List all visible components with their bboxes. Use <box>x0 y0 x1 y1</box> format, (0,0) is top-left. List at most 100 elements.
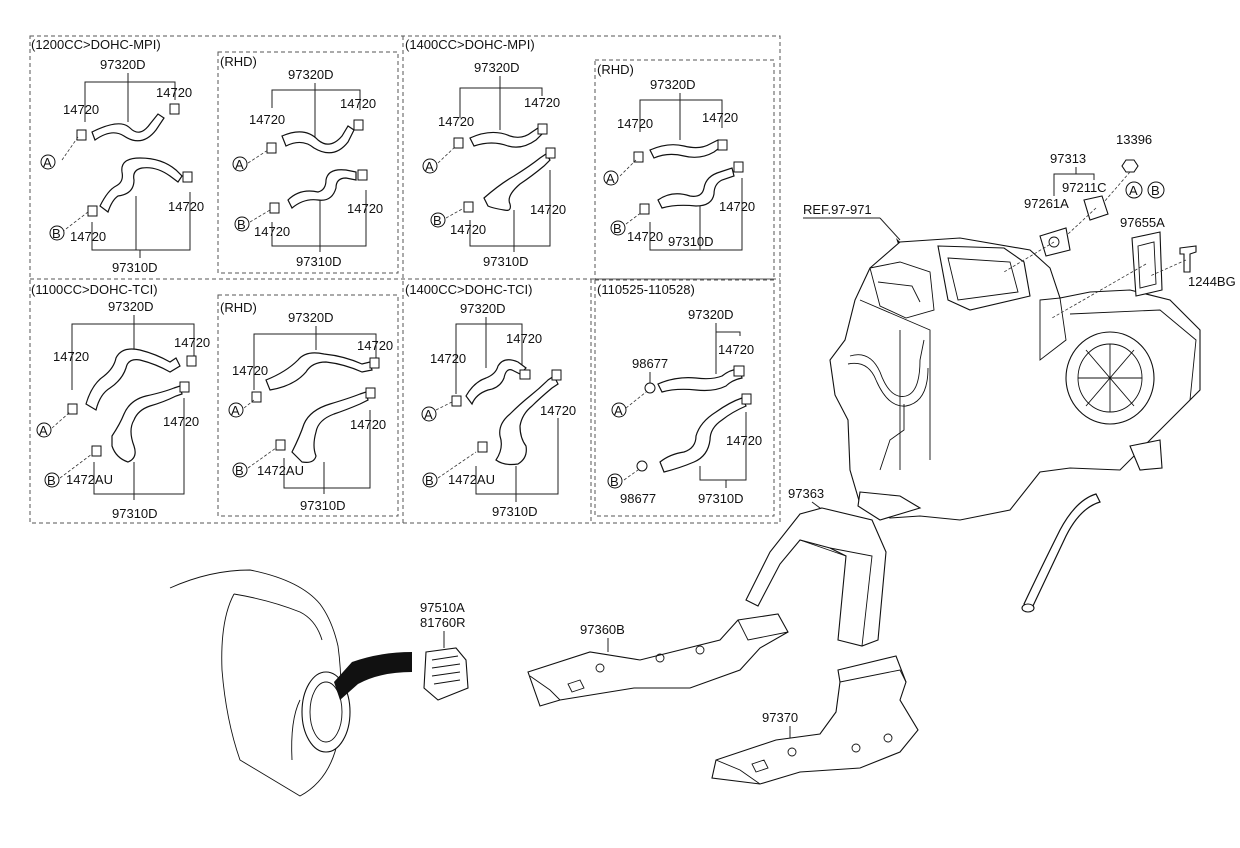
clamp-label: 14720 <box>232 363 268 378</box>
lower-heater-hose <box>291 391 369 463</box>
connection-marker-a <box>232 156 248 172</box>
marker-a-label: A <box>235 157 244 172</box>
clamp-label: 1472AU <box>257 463 304 478</box>
panel-1100cc-tci: (1100CC>DOHC-TCI) 97320D 14720 14720 A 1… <box>31 282 210 521</box>
upper-hose-label: 97320D <box>688 307 734 322</box>
clamp-label: 14720 <box>174 335 210 350</box>
clamp-label: 14720 <box>627 229 663 244</box>
panel-title: (1400CC>DOHC-TCI) <box>405 282 533 297</box>
hose-clamp <box>741 393 752 405</box>
connection-marker-b <box>607 473 623 489</box>
upper-hose-label: 97320D <box>474 60 520 75</box>
connection-marker-a <box>36 422 52 438</box>
panel-1400cc-mpi: (1400CC>DOHC-MPI) 97320D 14720 14720 A 1… <box>405 37 566 269</box>
hose-clamp <box>67 403 78 415</box>
upper-heater-hose <box>465 359 527 406</box>
marker-a-label: A <box>424 407 433 422</box>
lower-heater-hose <box>99 157 183 213</box>
hose-clamp <box>639 203 650 215</box>
clamp-label: 14720 <box>168 199 204 214</box>
hose-clamp <box>182 171 193 183</box>
marker-b-label: B <box>1151 183 1160 198</box>
hose-clamp <box>551 369 562 381</box>
rear-vent-group: 97510A 81760R <box>169 569 469 797</box>
leader-arrow <box>334 652 412 700</box>
hose-clamp <box>169 103 180 115</box>
clamp-label: 14720 <box>70 229 106 244</box>
lower-hose-label: 97310D <box>483 254 529 269</box>
upper-hose-label: 97320D <box>100 57 146 72</box>
connection-marker-a <box>611 402 627 418</box>
hose-clamp <box>453 137 464 149</box>
marker-a-label: A <box>231 403 240 418</box>
connection-marker-a <box>1125 181 1143 199</box>
hose-clamp <box>179 381 190 393</box>
clamp-label: 14720 <box>163 414 199 429</box>
connection-marker-a <box>422 158 438 174</box>
panel-1200cc-rhd: (RHD) 97320D 14720 14720 A 14720 B 14720… <box>220 54 383 269</box>
marker-a-label: A <box>1129 183 1138 198</box>
hose-clamp <box>353 119 364 131</box>
upper-heater-hose <box>469 127 543 148</box>
part-label-13396: 13396 <box>1116 132 1152 147</box>
panel-frames <box>29 35 781 524</box>
hose-clamp <box>369 357 380 369</box>
clamp-label: 14720 <box>450 222 486 237</box>
clamp-label: 1472AU <box>448 472 495 487</box>
rear-floor-duct-97370 <box>711 655 919 785</box>
panel-title: (RHD) <box>220 300 257 315</box>
upper-hose-label: 97320D <box>288 310 334 325</box>
panel-title: (1100CC>DOHC-TCI) <box>31 282 158 297</box>
hose-clamp <box>365 387 376 399</box>
clamp-label: 14720 <box>347 201 383 216</box>
panel-title: (RHD) <box>220 54 257 69</box>
upper-hose-label: 97320D <box>108 299 154 314</box>
part-label-81760r: 81760R <box>420 615 466 630</box>
lower-hose-label: 97310D <box>300 498 346 513</box>
hose-clamp <box>717 139 728 151</box>
lower-hose-label: 97310D <box>668 234 714 249</box>
gasket-97261a <box>1039 227 1071 257</box>
lower-heater-hose <box>657 167 735 209</box>
connection-marker-b <box>422 472 438 488</box>
upper-hose-label: 97320D <box>288 67 334 82</box>
hose-clamp <box>357 169 368 181</box>
floor-duct-97360b <box>527 613 789 707</box>
hose-clamp <box>644 382 656 394</box>
reference-label: REF.97-971 <box>803 202 872 217</box>
clamp-label: 14720 <box>540 403 576 418</box>
hose-clamp <box>186 355 197 367</box>
panel-title: (1200CC>DOHC-MPI) <box>31 37 161 52</box>
connection-marker-a <box>228 402 244 418</box>
marker-b-label: B <box>610 474 619 489</box>
connection-marker-b <box>610 220 626 236</box>
part-label-97363: 97363 <box>788 486 824 501</box>
hose-clamp <box>636 460 648 472</box>
clamp-label: 14720 <box>249 112 285 127</box>
hose-clamp <box>269 202 280 214</box>
marker-a-label: A <box>425 159 434 174</box>
upper-heater-hose <box>657 369 743 393</box>
panel-110525-110528: (110525-110528) 97320D 14720 98677 A 147… <box>597 282 762 506</box>
clamp-label: 14720 <box>53 349 89 364</box>
hose-clamp <box>477 441 488 453</box>
panel-title: (110525-110528) <box>597 282 695 297</box>
marker-b-label: B <box>237 217 246 232</box>
upper-heater-hose <box>91 113 165 142</box>
hose-clamp <box>275 439 286 451</box>
panel-title: (1400CC>DOHC-MPI) <box>405 37 535 52</box>
screw-1244bg <box>1179 245 1197 273</box>
connection-marker-b <box>1147 181 1165 199</box>
clamp-label: 14720 <box>726 433 762 448</box>
clamp-label: 14720 <box>702 110 738 125</box>
lower-heater-hose <box>659 397 747 473</box>
marker-a-label: A <box>43 155 52 170</box>
clamp-label: 14720 <box>430 351 466 366</box>
clamp-label: 14720 <box>506 331 542 346</box>
panel-1400cc-tci: (1400CC>DOHC-TCI) 97320D 14720 14720 A 1… <box>405 282 576 519</box>
lower-heater-hose <box>111 385 183 463</box>
clamp-label: 14720 <box>617 116 653 131</box>
part-label-97655a: 97655A <box>1120 215 1165 230</box>
clamp-label: 14720 <box>524 95 560 110</box>
lower-heater-hose <box>287 169 357 209</box>
